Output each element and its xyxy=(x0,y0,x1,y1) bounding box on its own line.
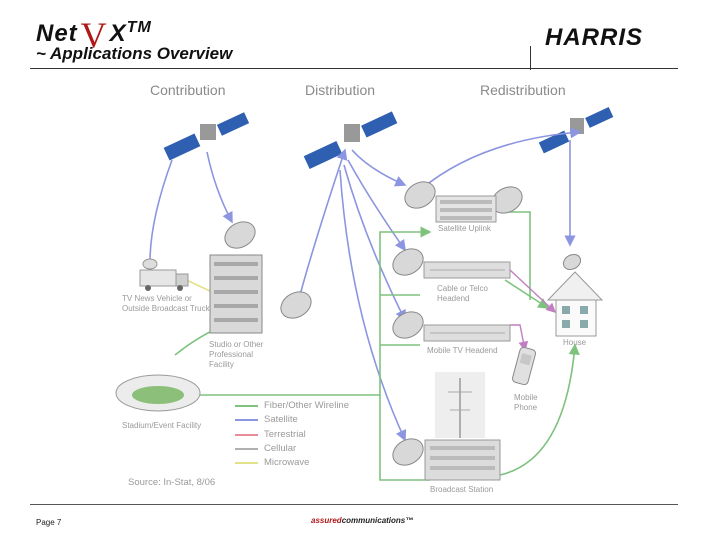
satellite-links xyxy=(149,127,582,442)
legend-satellite: Satellite xyxy=(264,414,298,425)
cable-link xyxy=(509,269,557,313)
house-icon xyxy=(546,271,604,337)
column-distribution: Distribution xyxy=(305,82,376,98)
cellular-link xyxy=(510,324,529,352)
header-vertical-divider xyxy=(530,46,531,70)
legend-swatches xyxy=(235,405,258,464)
label-mobile-phone: Mobile Phone xyxy=(514,393,538,412)
broadcast-station-icon xyxy=(424,372,501,481)
footer-divider xyxy=(30,504,678,505)
tagline-tm: ™ xyxy=(405,516,414,525)
satellite-contribution-icon xyxy=(163,112,250,161)
assured-communications-tagline: assuredcommunications™ xyxy=(311,516,413,525)
label-satellite-uplink: Satellite Uplink xyxy=(438,224,491,233)
legend-terrestrial: Terrestrial xyxy=(264,429,306,440)
header-divider xyxy=(30,68,678,69)
label-tv-truck: TV News Vehicle or Outside Broadcast Tru… xyxy=(122,294,210,313)
fiber-links xyxy=(170,211,580,481)
label-cable-headend: Cable or Telco Headend xyxy=(437,284,488,303)
tagline-communications: communications xyxy=(341,516,406,525)
harris-logo: HARRIS xyxy=(545,24,644,51)
product-title: NetVXTM xyxy=(36,8,152,55)
satellite-distribution-icon xyxy=(303,111,398,169)
label-house: House xyxy=(563,338,587,347)
house-dish-icon xyxy=(562,253,582,271)
cable-dish-icon xyxy=(392,248,424,276)
satellite-redistribution-icon xyxy=(538,106,614,154)
label-mobile-tv-headend: Mobile TV Headend xyxy=(427,346,498,355)
mobile-tv-headend-icon xyxy=(423,324,511,342)
source-note: Source: In-Stat, 8/06 xyxy=(128,477,216,488)
title-part-v: V xyxy=(80,15,108,55)
mobile-tv-dish-icon xyxy=(392,311,424,339)
label-stadium: Stadium/Event Facility xyxy=(122,421,202,430)
legend-fiber: Fiber/Other Wireline xyxy=(264,400,349,411)
legend-microwave: Microwave xyxy=(264,457,310,468)
title-part-x: X xyxy=(109,20,127,47)
stadium-icon xyxy=(115,374,201,412)
label-studio: Studio or Other Professional Facility xyxy=(209,340,264,369)
page-subtitle: ~ Applications Overview xyxy=(36,44,233,63)
column-redistribution: Redistribution xyxy=(480,82,566,98)
broadcast-dish-icon xyxy=(392,438,424,466)
title-tm: TM xyxy=(126,19,152,36)
uplink-dish-left-icon xyxy=(404,181,436,209)
mobile-phone-icon xyxy=(512,346,536,386)
studio-building-icon xyxy=(209,254,263,334)
label-broadcast-station: Broadcast Station xyxy=(430,485,494,494)
page-number: Page 7 xyxy=(36,518,62,527)
title-part-net: Net xyxy=(36,20,78,47)
cable-headend-icon xyxy=(423,261,511,279)
column-contribution: Contribution xyxy=(150,82,226,98)
legend-cellular: Cellular xyxy=(264,443,297,454)
uplink-building-icon xyxy=(435,195,497,223)
tagline-assured: assured xyxy=(311,516,342,525)
studio-dish-icon xyxy=(224,221,256,249)
tv-truck-icon xyxy=(139,258,189,291)
stadium-dish-icon xyxy=(280,291,312,319)
